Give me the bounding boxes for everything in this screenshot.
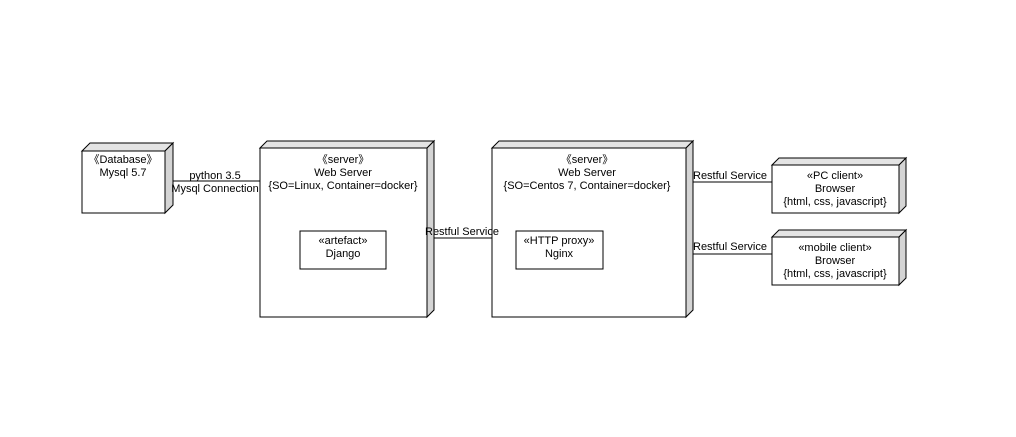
pc-client-stereotype: «PC client»	[807, 170, 863, 182]
web-server-linux-properties: {SO=Linux, Container=docker}	[268, 180, 418, 192]
mobile-client-name: Browser	[815, 255, 856, 267]
django-stereotype: «artefact»	[319, 235, 368, 247]
web-server-centos-stereotype: 《server》	[561, 153, 614, 166]
nginx-stereotype: «HTTP proxy»	[524, 235, 595, 247]
web-server-linux-name: Web Server	[314, 167, 372, 179]
mobile-client-connection-label: Restful Service	[693, 241, 767, 253]
pc-client-node[interactable]: «PC client» Browser {html, css, javascri…	[770, 156, 908, 215]
pc-client-properties: {html, css, javascript}	[783, 196, 887, 208]
pc-client-name: Browser	[815, 183, 856, 195]
nginx-component[interactable]: «HTTP proxy» Nginx	[515, 230, 604, 270]
database-node[interactable]: 《Database》 Mysql 5.7	[80, 141, 175, 215]
web-server-centos-name: Web Server	[558, 167, 616, 179]
web-server-centos-node[interactable]: 《server》 Web Server {SO=Centos 7, Contai…	[490, 139, 695, 319]
pc-client-connection-label: Restful Service	[693, 170, 767, 182]
database-stereotype: 《Database》	[88, 153, 157, 166]
mobile-client-stereotype: «mobile client»	[798, 242, 871, 254]
web-server-centos-properties: {SO=Centos 7, Container=docker}	[504, 180, 671, 192]
nginx-name: Nginx	[545, 248, 574, 260]
db-connection-label-line2: Mysql Connection	[171, 183, 258, 195]
django-component[interactable]: «artefact» Django	[299, 230, 387, 270]
database-name: Mysql 5.7	[99, 167, 146, 179]
mobile-client-node[interactable]: «mobile client» Browser {html, css, java…	[770, 228, 908, 287]
db-connection-label-line1: python 3.5	[189, 170, 240, 182]
mobile-client-properties: {html, css, javascript}	[783, 268, 887, 280]
django-nginx-connection-label: Restful Service	[425, 226, 499, 238]
django-name: Django	[326, 248, 361, 260]
web-server-linux-node[interactable]: 《server》 Web Server {SO=Linux, Container…	[258, 139, 436, 319]
web-server-linux-stereotype: 《server》	[317, 153, 370, 166]
